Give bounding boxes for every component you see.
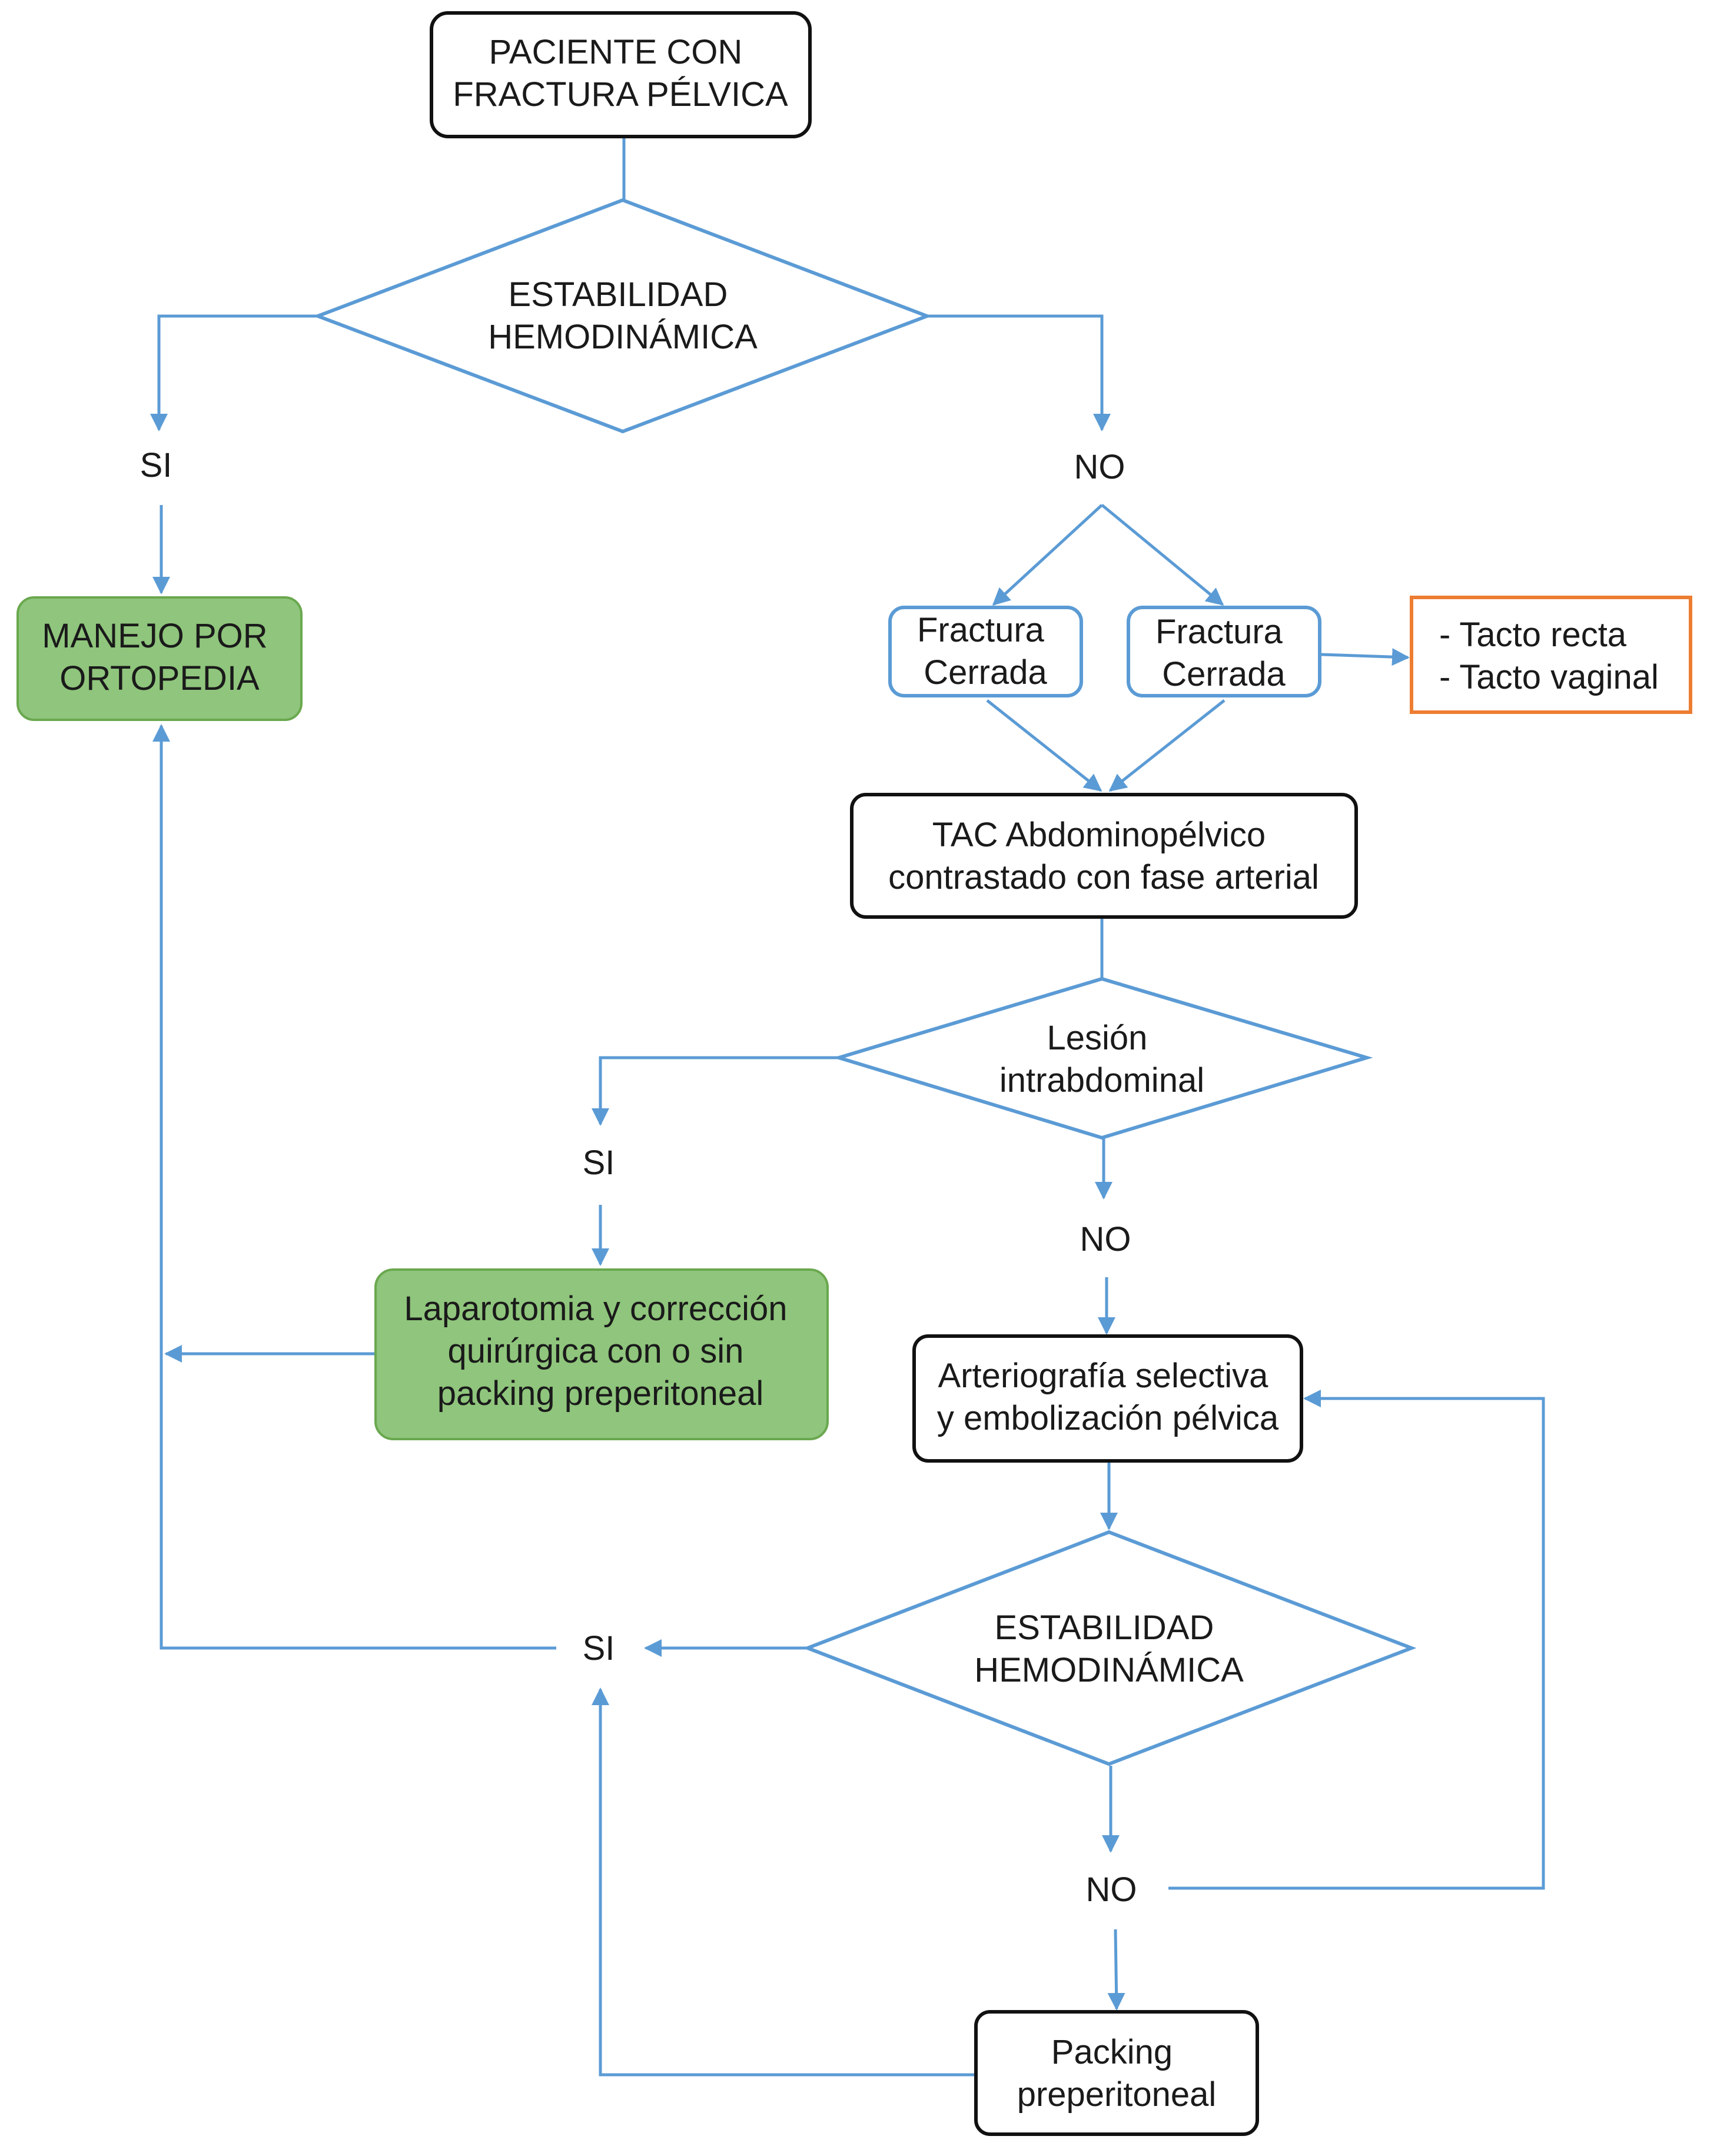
edge-fracture-b-to-exams (1321, 648, 1410, 666)
start-box: PACIENTE CON FRACTURA PÉLVICA (430, 11, 812, 138)
arterio-box: Arteriografía selectiva y embolización p… (912, 1334, 1303, 1463)
svg-text:Fractura Cerrada: Fractura Cerrada (917, 611, 1054, 692)
exams-box: - Tacto recta - Tacto vaginal (1410, 596, 1692, 714)
packing-box: Packing preperitoneal (974, 2010, 1259, 2136)
exams-line-2: - Tacto vaginal (1439, 658, 1659, 696)
decision1-line-1: ESTABILIDAD (509, 275, 728, 314)
svg-text:- Tacto recta - Tacto va: - Tacto recta - Tacto vaginal (1439, 616, 1659, 696)
start-line-1: PACIENTE CON (489, 33, 743, 71)
exams-line-1: - Tacto recta (1439, 616, 1627, 654)
no1-label: NO (1074, 448, 1125, 486)
edge-decision1-to-yes1 (150, 314, 318, 431)
arterio-line-1: Arteriografía selectiva (938, 1357, 1268, 1395)
laparotomy-line-3: packing preperitoneal (437, 1374, 764, 1413)
tac-line-2: contrastado con fase arterial (888, 858, 1319, 896)
svg-text:TAC Abdominopélvico cont: TAC Abdominopélvico contrastado con fase… (888, 816, 1319, 896)
decision-3-diamond: ESTABILIDAD HEMODINÁMICA (802, 1530, 1417, 1766)
ortho-box: MANEJO POR ORTOPEDIA (16, 596, 303, 721)
edge-no3-to-packing (1107, 1929, 1125, 2011)
yes3-label: SI (583, 1629, 615, 1667)
edge-packing-to-yes3 (592, 1687, 976, 2077)
fracture-b-box: Fractura Cerrada (1127, 606, 1321, 697)
fracture-a-box: Fractura Cerrada (888, 606, 1083, 697)
svg-text:ESTABILIDAD HEMODINÁMICA: ESTABILIDAD HEMODINÁMICA (974, 1609, 1244, 1689)
no2-label: NO (1080, 1220, 1131, 1258)
decision2-line-2: intrabdominal (999, 1061, 1204, 1099)
svg-text:Arteriografía selectiva: Arteriografía selectiva y embolización p… (937, 1357, 1279, 1437)
packing-line-2: preperitoneal (1017, 2075, 1217, 2114)
tac-box: TAC Abdominopélvico contrastado con fase… (850, 793, 1358, 919)
packing-line-1: Packing (1051, 2033, 1173, 2071)
decision1-line-2: HEMODINÁMICA (488, 318, 758, 356)
edge-decision1-to-no1 (927, 314, 1111, 431)
laparotomy-line-1: Laparotomia y corrección (404, 1290, 787, 1328)
edge-fracture-a-to-tac (986, 699, 1102, 792)
fracture-a-line-2: Cerrada (924, 653, 1047, 692)
decision2-line-1: Lesión (1047, 1019, 1147, 1057)
ortho-line-2: ORTOPEDIA (59, 659, 260, 697)
fracture-b-line-1: Fractura (1155, 613, 1283, 651)
edge-fracture-b-to-tac (1108, 699, 1226, 792)
edge-yes3-to-ortho (152, 724, 556, 1650)
yes2-label: SI (583, 1144, 615, 1182)
tac-line-1: TAC Abdominopélvico (932, 816, 1266, 854)
svg-text:Laparotomia y corrección: Laparotomia y corrección quirúrgica con … (404, 1290, 796, 1413)
laparotomy-box: Laparotomia y corrección quirúrgica con … (374, 1268, 829, 1440)
decision-2-diamond: Lesión intrabdominal (832, 976, 1373, 1140)
laparotomy-line-2: quirúrgica con o sin (447, 1332, 743, 1370)
ortho-line-1: MANEJO POR (42, 617, 268, 655)
svg-text:MANEJO POR ORTOPEDIA: MANEJO POR ORTOPEDIA (42, 617, 277, 697)
svg-text:ESTABILIDAD HEMODINÁMICA: ESTABILIDAD HEMODINÁMICA (488, 275, 758, 356)
edge-no1-to-fracture-a (992, 504, 1103, 606)
svg-text:Lesión intrabdominal: Lesión intrabdominal (999, 1019, 1204, 1099)
fracture-b-line-2: Cerrada (1162, 655, 1286, 693)
svg-text:Packing preperitoneal: Packing preperitoneal (1017, 2033, 1217, 2114)
arterio-line-2: y embolización pélvica (937, 1399, 1279, 1437)
edge-decision2-to-yes2 (592, 1056, 839, 1126)
fracture-a-line-1: Fractura (917, 611, 1045, 649)
start-line-2: FRACTURA PÉLVICA (453, 75, 788, 114)
no3-label: NO (1086, 1871, 1137, 1909)
decision3-line-1: ESTABILIDAD (995, 1609, 1214, 1647)
connectors (150, 137, 1545, 2077)
decision-1-diamond: ESTABILIDAD HEMODINÁMICA (313, 198, 932, 434)
edge-no3-loop-to-arterio (1168, 1390, 1545, 1890)
edge-no1-to-fracture-b (1101, 504, 1224, 606)
decision3-line-2: HEMODINÁMICA (974, 1651, 1244, 1689)
svg-text:Fractura Cerrada: Fractura Cerrada (1155, 613, 1292, 693)
yes1-label: SI (140, 446, 172, 484)
svg-text:PACIENTE CON FRACTURA PÉ: PACIENTE CON FRACTURA PÉLVICA (453, 33, 788, 114)
